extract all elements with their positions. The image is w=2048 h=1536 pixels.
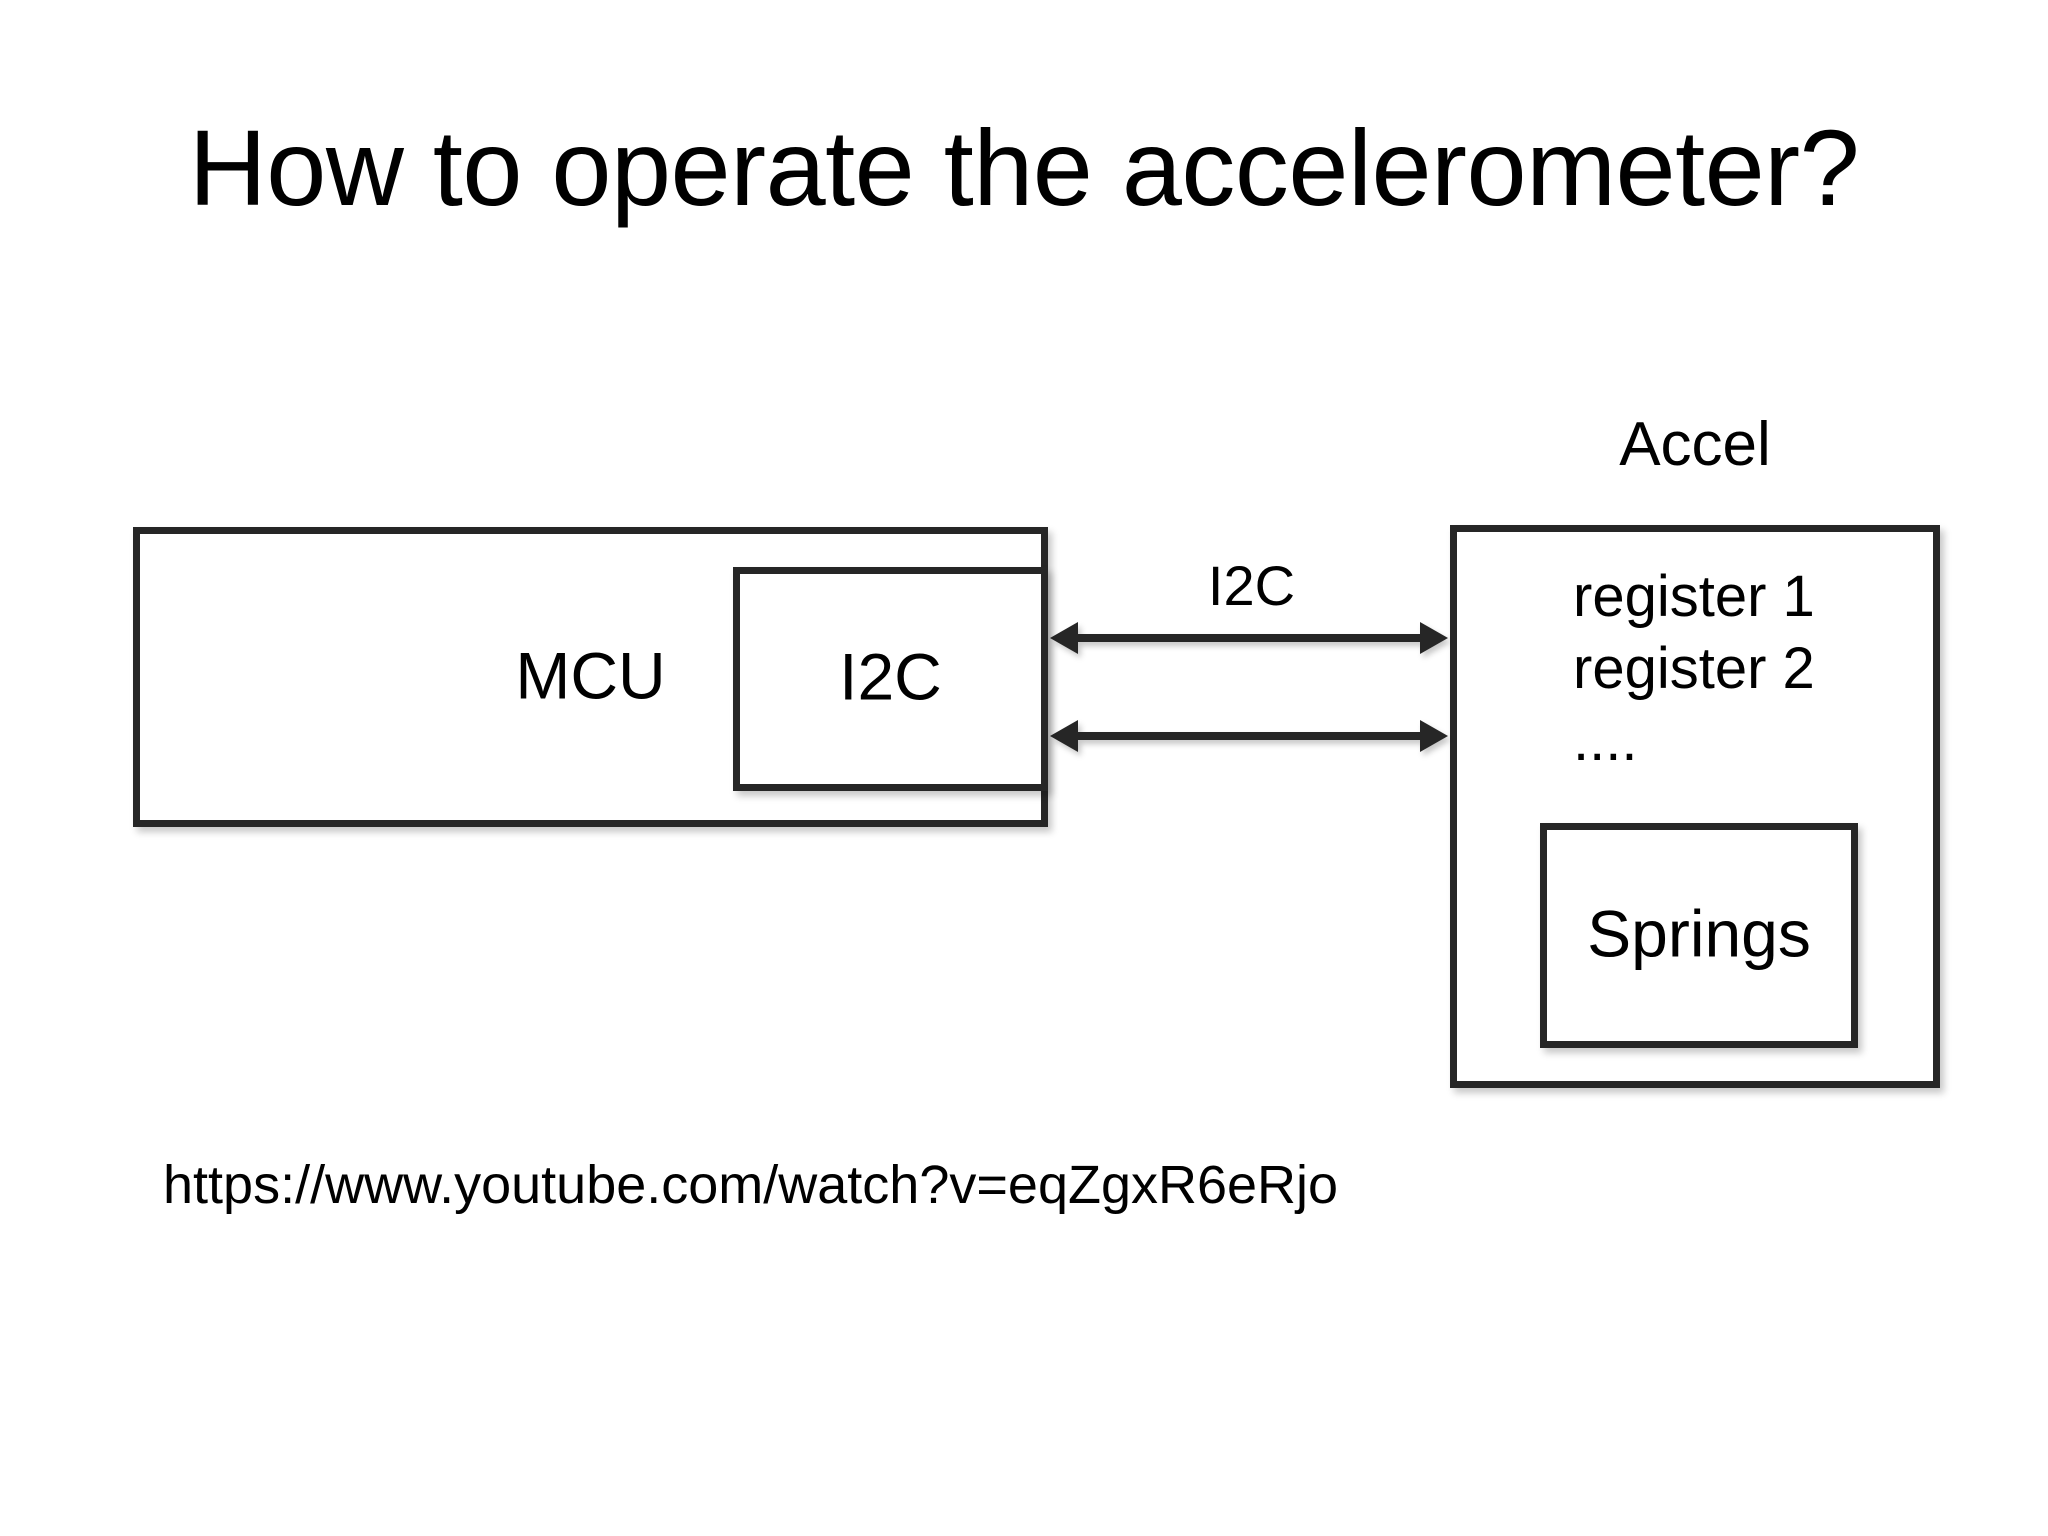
i2c-bus-label: I2C (1207, 554, 1296, 617)
source-url-text[interactable]: https://www.youtube.com/watch?v=eqZgxR6e… (163, 1155, 1339, 1215)
lower-bus-arrow (1050, 720, 1448, 752)
accel-register-list: register 1 register 2 .... (1573, 561, 1933, 777)
register-list-item: register 1 (1573, 564, 1815, 629)
upper-bus-arrow (1050, 622, 1448, 654)
springs-block: Springs (1540, 823, 1858, 1048)
accel-caption: Accel (1619, 410, 1771, 479)
mcu-i2c-peripheral-label: I2C (839, 639, 942, 714)
page-title: How to operate the accelerometer? (188, 107, 1860, 228)
register-list-item: .... (1573, 707, 1638, 773)
springs-label: Springs (1587, 895, 1811, 970)
register-list-item: register 2 (1573, 635, 1815, 701)
mcu-label: MCU (515, 638, 666, 713)
mcu-i2c-peripheral-block: I2C (733, 567, 1048, 791)
